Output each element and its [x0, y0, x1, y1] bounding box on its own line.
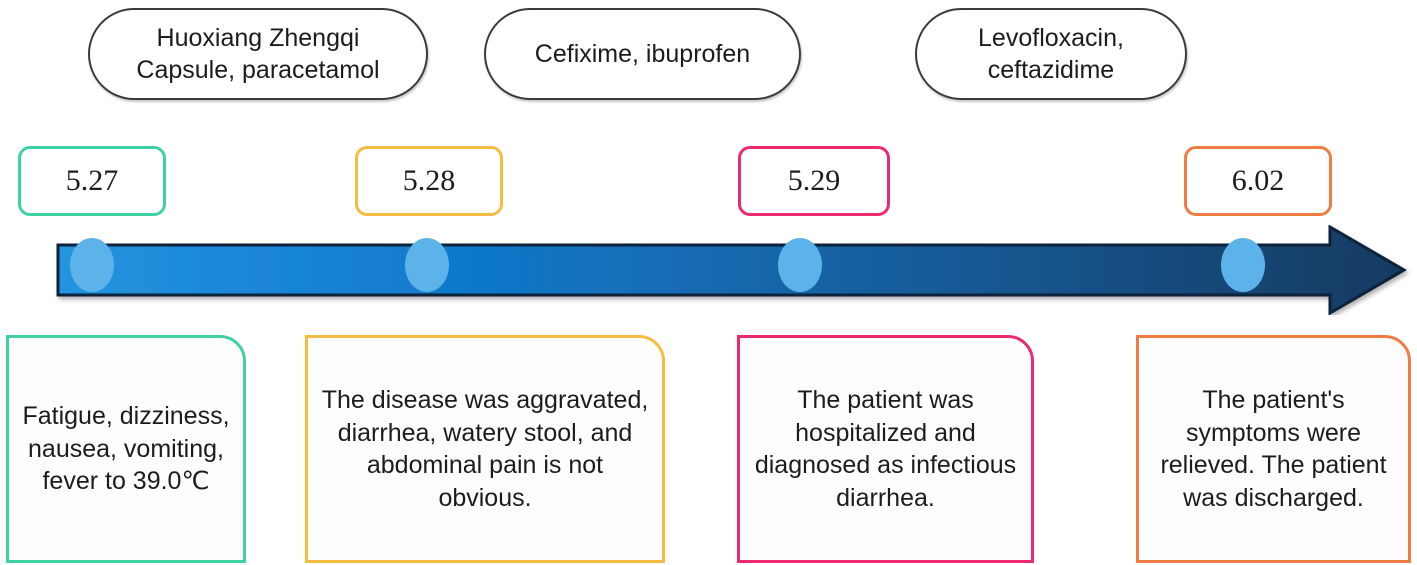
medication-pill-1-text: Huoxiang Zhengqi Capsule, paracetamol — [136, 22, 379, 86]
timeline-marker-1 — [70, 238, 114, 292]
event-description-4-text: The patient's symptoms were relieved. Th… — [1160, 386, 1387, 512]
date-chip-1-label: 5.27 — [65, 164, 119, 197]
event-description-2: The disease was aggravated, diarrhea, wa… — [305, 335, 665, 563]
timeline-marker-2 — [405, 238, 449, 292]
medication-pill-1-line2: Capsule, paracetamol — [136, 56, 380, 84]
event-description-1: Fatigue, dizziness, nausea, vomiting, fe… — [6, 335, 246, 563]
timeline-marker-3 — [778, 238, 822, 292]
event-description-3-text: The patient was hospitalized and diagnos… — [754, 386, 1017, 512]
timeline-axis — [0, 225, 1417, 315]
medication-pill-2: Cefixime, ibuprofen — [484, 8, 801, 100]
medication-pill-3-line1: Levofloxacin, — [978, 24, 1124, 52]
date-chip-3: 5.29 — [738, 146, 890, 216]
date-chip-2-label: 5.28 — [402, 164, 456, 197]
timeline-marker-4 — [1221, 238, 1265, 292]
medication-pill-3-line2: ceftazidime — [987, 56, 1115, 84]
time-arrow-icon — [56, 225, 1407, 315]
event-description-4: The patient's symptoms were relieved. Th… — [1136, 335, 1411, 563]
medication-pill-1: Huoxiang Zhengqi Capsule, paracetamol — [88, 8, 428, 100]
date-chip-2: 5.28 — [355, 146, 503, 216]
medication-pill-3-text: Levofloxacin, ceftazidime — [978, 22, 1124, 86]
time-arrow-shape — [56, 225, 1407, 315]
event-description-1-text: Fatigue, dizziness, nausea, vomiting, fe… — [22, 402, 230, 496]
event-description-3: The patient was hospitalized and diagnos… — [737, 335, 1034, 563]
medication-pill-3: Levofloxacin, ceftazidime — [915, 8, 1187, 100]
date-chip-1: 5.27 — [18, 146, 166, 216]
date-chip-4-label: 6.02 — [1231, 164, 1285, 197]
medication-pill-2-text: Cefixime, ibuprofen — [534, 40, 751, 68]
event-description-2-text: The disease was aggravated, diarrhea, wa… — [321, 386, 649, 512]
date-chip-4: 6.02 — [1184, 146, 1332, 216]
medication-pill-1-line1: Huoxiang Zhengqi — [156, 24, 360, 52]
date-chip-3-label: 5.29 — [787, 164, 841, 197]
